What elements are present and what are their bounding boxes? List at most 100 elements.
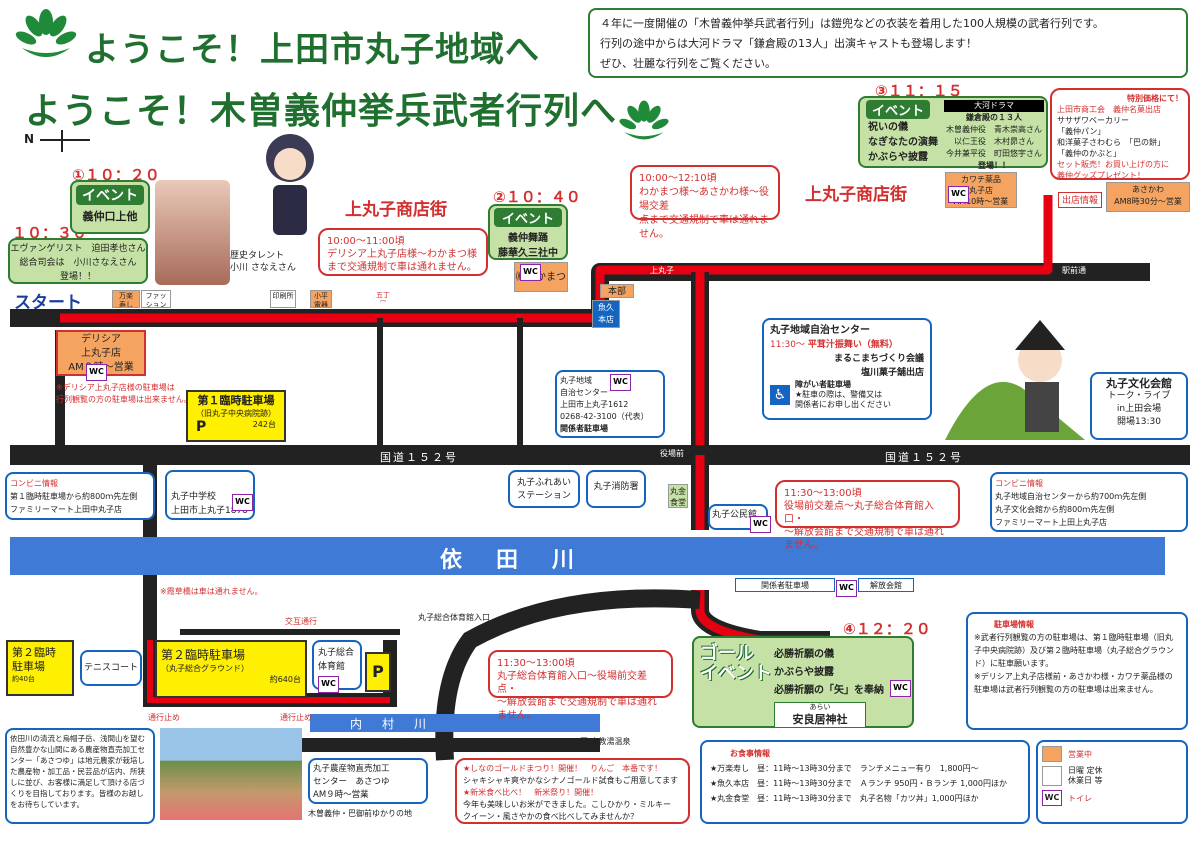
parking1[interactable]: 第１臨時駐車場 （旧丸子中央病院跡） P 242台 — [186, 390, 286, 442]
traffic1-l3: まで交通規制で車は通れません。 — [327, 262, 477, 273]
traffic4-l2: 丸子総合体育館入口～役場前交差点・ — [497, 671, 647, 695]
toilet-icon: WC — [1042, 790, 1062, 806]
nosan-photo — [160, 728, 302, 820]
wc-icon: WC — [232, 494, 253, 511]
onsen-label: 至 鹿教湯温泉 — [580, 737, 631, 746]
conv-right-box: コンビニ情報 丸子地域自治センターから約700ｍ先左側 丸子文化会館から約800… — [990, 472, 1188, 532]
event3-drama: 大河ドラマ — [944, 100, 1044, 112]
uchimura-bridge: 内村橋 — [400, 741, 424, 750]
wc-icon: WC — [520, 264, 541, 281]
event4-l3: 必勝祈願の「矢」を奉納 — [774, 685, 884, 696]
event3-cast2: 以仁王役 木村昴さん — [954, 137, 1034, 146]
parking3[interactable]: 第２臨時駐車場 （丸子総合グラウンド） 約640台 — [155, 640, 307, 698]
delicia-name: デリシア 上丸子店 — [81, 334, 121, 359]
shrine-kana: あらい — [809, 703, 831, 711]
special-l6: セット販売！お買い上げの方に — [1057, 160, 1169, 169]
alt-traffic: 交互通行 — [285, 617, 317, 626]
event0-box: エヴァンゲリスト 迫田孝也さん 総合司会は 小川さなえさん 登場！！ — [8, 238, 148, 284]
street-right-label: 上丸子商店街 — [805, 185, 907, 205]
traffic-box-2: 10:00～12:10頃 わかまつ様～あさかわ様～役場交差 点まで交通規制で車は… — [630, 165, 780, 240]
legend-closed-swatch — [1042, 766, 1062, 786]
traffic1-l2: デリシア上丸子店様～わかまつ様 — [327, 249, 477, 260]
syokudo-shop: 丸金 食堂 — [668, 484, 688, 508]
yoda-river-label: 依 田 川 — [440, 548, 581, 573]
character-illustration — [255, 130, 325, 250]
shrine-name: 安良居神社 — [792, 713, 848, 726]
kamimaruko-label: 上丸子 — [650, 266, 674, 275]
honbu: 本部 — [600, 284, 634, 298]
wc-icon: WC — [750, 516, 771, 533]
parking2[interactable]: 第２臨時 駐車場 約40台 — [6, 640, 74, 696]
talent-line1: 歴史タレント — [230, 251, 285, 261]
event4-time: ④１２：２０ — [843, 620, 931, 638]
shutten-tag: 出店情報 — [1058, 192, 1102, 208]
event2-time: ②１０：４０ — [493, 188, 581, 206]
food-box: お食事情報 ★万楽寿し 昼：11時～13時30分まで ランチメニュー有り 1,8… — [700, 740, 1030, 824]
special-badge1: 特別価格にて！ — [1127, 94, 1183, 103]
traffic-box-4: 11:30～13:00頃 丸子総合体育館入口～役場前交差点・ ～解放会館まで交通… — [488, 650, 673, 721]
wheelchair-icon: ♿ — [770, 385, 790, 405]
uchimura-river-label: 内 村 川 — [350, 717, 431, 731]
stop-label-1: 通行止め — [148, 713, 180, 722]
event3-l2: なぎなたの演舞 — [868, 137, 938, 148]
intro-box: ４年に一度開催の「木曽義仲挙兵武者行列」は鎧兜などの衣装を着用した100人規模の… — [588, 8, 1188, 78]
conv-left-box: コンビニ情報 第１臨時駐車場から約800ｍ先左側 ファミリーマート上田中丸子店 — [5, 472, 155, 520]
title-line2: ようこそ！木曽義仲挙兵武者行列へ — [25, 91, 618, 132]
traffic-box-3: 11:30～13:00頃 役場前交差点～丸子総合体育館入口・ ～解放会館まで交通… — [775, 480, 960, 551]
traffic2-l3: 点まで交通規制で車は通れません。 — [639, 215, 769, 240]
yoda-river — [10, 537, 1165, 575]
event3-l1: 祝いの儀 — [868, 122, 908, 133]
asakawa-shop: あさかわ AM8時30分～営業 — [1106, 182, 1190, 212]
wc-icon: WC — [86, 364, 107, 381]
shop-kodaira: 小平 電器 — [310, 290, 332, 308]
event1-box: イベント 義仲口上他 — [70, 180, 150, 234]
yakuba-label: 役場前 — [660, 449, 684, 458]
event4-head1: ゴール — [700, 643, 754, 664]
shutten-label: 出店情報 — [1061, 196, 1098, 206]
traffic-box-1: 10:00～11:00頃 デリシア上丸子店様～わかまつ様 まで交通規制で車は通れ… — [318, 228, 488, 276]
nosan-caption: 木曽義仲・巴御前ゆかりの地 — [308, 809, 412, 818]
special-l4: 和洋菓子さわむら 「巴の餅」 — [1057, 138, 1165, 147]
nosan-box: 丸子農産物直売加工 センター あさつゆ AM９時～営業 — [308, 758, 428, 804]
event2-l2: 藤華久三社中 — [498, 248, 558, 259]
north-label: N — [24, 132, 35, 146]
event3-l3: かぶらや披露 — [868, 152, 928, 163]
stop-label-2: 通行止め — [280, 713, 312, 722]
fire-box: 丸子消防署 — [586, 470, 646, 508]
street-left-label: 上丸子商店街 — [345, 200, 447, 220]
kaiho-hall: 解放会館 — [858, 578, 914, 592]
traffic2-l1: 10:00～12:10頃 — [639, 173, 717, 184]
asakawa-name: あさかわ — [1132, 185, 1164, 194]
event3-time: ③１１：１５ — [875, 82, 963, 100]
talent-label: 歴史タレント 小川 さなえさん — [230, 250, 296, 274]
event3-drama-title: 鎌倉殿の１３人 — [966, 113, 1022, 122]
asakawa-hours: AM8時30分～営業 — [1114, 197, 1182, 206]
shop-print: 印刷所 — [270, 290, 296, 308]
traffic3-l2: 役場前交差点～丸子総合体育館入口・ — [784, 501, 934, 525]
gold-box: ★しなのゴールドまつり！開催！ りんご 本番です！ シャキシャキ爽やかなシナノゴ… — [455, 758, 690, 824]
traffic3-l1: 11:30～13:00頃 — [784, 488, 862, 499]
staff-parking: 関係者駐車場 — [735, 578, 835, 592]
samurai-illustration — [945, 320, 1085, 440]
ekimae-label: 駅前通 — [1062, 266, 1086, 275]
parking1-cap: 242台 — [252, 420, 276, 429]
event1-text: 義仲口上他 — [82, 210, 138, 223]
delicia-note: ※デリシア上丸子店様の駐車場は 行列観覧の方の駐車場は出来ません。 — [56, 383, 192, 404]
event0-line1: エヴァンゲリスト 迫田孝也さん — [10, 244, 146, 254]
title-line1: ようこそ！上田市丸子地域へ — [85, 30, 540, 70]
talent-line2: 小川 さなえさん — [230, 263, 296, 273]
event3-head: イベント — [866, 100, 931, 119]
intro-line3: ぜひ、壮麗な行列をご覧ください。 — [600, 57, 776, 70]
legend-open-swatch — [1042, 746, 1062, 762]
route152-label-right: 国道１５２号 — [885, 451, 963, 464]
event3-cast4: 登場！！ — [978, 161, 1010, 170]
traffic2-l2: わかまつ様～あさかわ様～役場交差 — [639, 187, 769, 212]
event4-l1: 必勝祈願の儀 — [774, 649, 834, 660]
kawachi-hours: AM10時～営業 — [953, 197, 1009, 206]
event0-line2: 総合司会は 小川さなえさん — [19, 258, 137, 268]
special-l2: ササザワベーカリー — [1057, 116, 1129, 125]
wc-icon: WC — [318, 676, 339, 693]
parking1-sub: （旧丸子中央病院跡） — [196, 409, 276, 418]
event4-head2: イベント — [700, 663, 772, 684]
parking-icon: P — [196, 419, 207, 435]
